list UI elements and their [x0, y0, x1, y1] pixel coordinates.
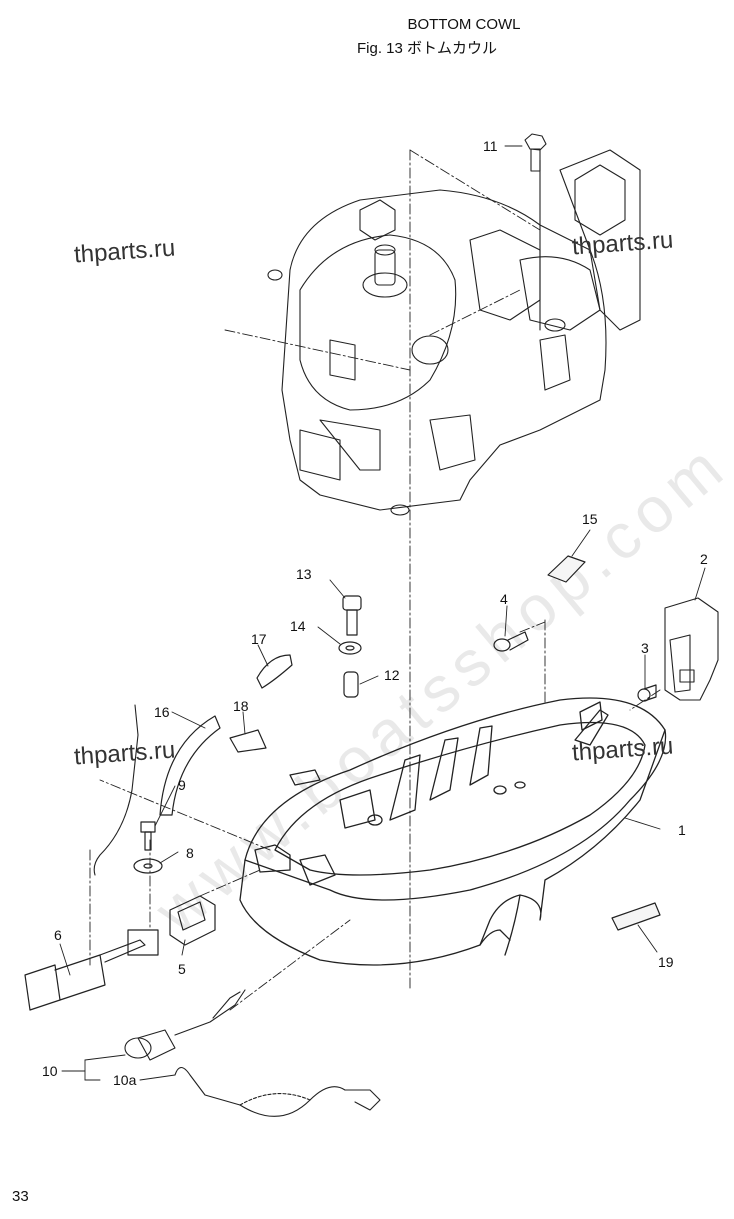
engine-block — [267, 149, 641, 516]
callout-15: 15 — [582, 511, 598, 527]
collar-3 — [637, 684, 657, 702]
wire-harness — [93, 704, 139, 876]
callout-8: 8 — [186, 845, 194, 861]
grip-6 — [24, 929, 159, 1011]
callout-9: 9 — [178, 777, 186, 793]
callout-1: 1 — [678, 822, 686, 838]
callout-2: 2 — [700, 551, 708, 567]
callout-14: 14 — [290, 618, 306, 634]
label-plate-19 — [611, 902, 661, 931]
bolt-13 — [342, 595, 362, 636]
callout-13: 13 — [296, 566, 312, 582]
callout-5: 5 — [178, 961, 186, 977]
callout-4: 4 — [500, 591, 508, 607]
callout-3: 3 — [641, 640, 649, 656]
page-title: BOTTOM COWL — [407, 16, 521, 33]
callout-17: 17 — [251, 631, 267, 647]
bolt-4 — [493, 631, 529, 652]
bracket-5 — [169, 895, 216, 946]
callout-10a: 10a — [113, 1072, 137, 1088]
strip-16 — [159, 715, 221, 816]
bolt-9 — [140, 821, 156, 851]
page-number: 33 — [12, 1188, 29, 1205]
collar-12 — [343, 671, 359, 698]
alignment-lines — [89, 149, 661, 1011]
callout-19: 19 — [658, 954, 674, 970]
bolt-11 — [524, 133, 547, 172]
washer-14 — [338, 641, 362, 655]
callout-12: 12 — [384, 667, 400, 683]
bottom-cowl-1 — [239, 697, 667, 966]
switch-10 — [124, 989, 246, 1061]
callout-11: 11 — [483, 138, 498, 154]
seal-17 — [256, 654, 293, 689]
callout-16: 16 — [154, 704, 170, 720]
callout-18: 18 — [233, 698, 249, 714]
washer-8 — [133, 858, 163, 874]
lanyard-10a — [174, 1066, 381, 1117]
bracket-2 — [664, 597, 719, 701]
callout-10: 10 — [42, 1063, 58, 1079]
plate-18 — [229, 729, 267, 753]
label-plate-15 — [547, 555, 586, 583]
callout-6: 6 — [54, 927, 62, 943]
figure-subtitle: Fig. 13 ボトムカウル — [356, 40, 498, 57]
leader-lines — [59, 145, 706, 1081]
